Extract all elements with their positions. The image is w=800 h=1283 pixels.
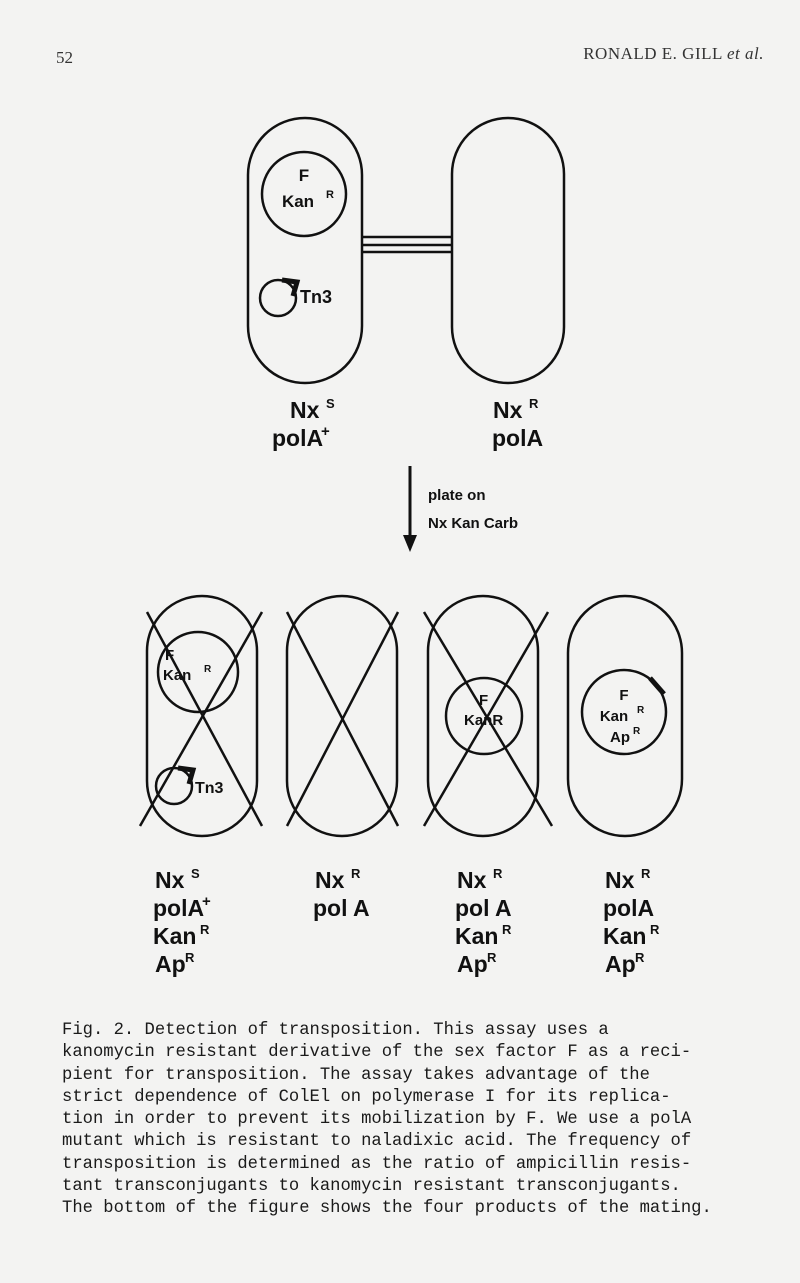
donor-kan-label: Kan [282, 192, 314, 211]
caption-line-3: pient for transposition. The assay takes… [62, 1065, 650, 1085]
product-1-tn3-mark [177, 765, 197, 785]
product-1-nx-sup: S [191, 866, 200, 881]
product-4-f-plasmid [580, 668, 668, 756]
donor-f-label: F [299, 166, 309, 185]
donor-nx-sup: S [326, 396, 335, 411]
product-1-apr: Ap [155, 951, 186, 977]
product-4-cell [566, 594, 684, 838]
caption-line-9: The bottom of the figure shows the four … [62, 1199, 712, 1219]
product-3-apr: Ap [457, 951, 488, 977]
running-head-author: RONALD E. GILL [583, 44, 723, 63]
product-4-nx-sup: R [641, 866, 651, 881]
conjugation-bridge [362, 235, 452, 254]
donor-pola-sup: + [321, 423, 330, 440]
product-1-apr-sup: R [185, 950, 195, 965]
product-3-nx-sup: R [493, 866, 503, 881]
product-4-tn3-insert-mark [648, 676, 666, 696]
donor-cell [246, 116, 364, 385]
figure-2: F Kan R Tn3 Nx S polA + Nx R polA plate … [138, 116, 684, 977]
product-4-kanr: Kan [603, 923, 646, 949]
product-4-apr: Ap [605, 951, 636, 977]
donor-cell-outline [246, 116, 364, 385]
product-1-pola: polA [153, 895, 204, 921]
donor-kan-sup: R [326, 189, 334, 201]
product-3-kan-label: KanR [464, 712, 503, 729]
tn3-plasmid-circle [258, 278, 298, 318]
product-1-tn3-label: Tn3 [195, 780, 224, 797]
product-4-pola: polA [603, 895, 654, 921]
recipient-pola-label: polA [492, 425, 543, 451]
recipient-cell-outline [450, 116, 566, 385]
recipient-nx-label: Nx [493, 397, 523, 423]
product-4-ap-sup: R [633, 726, 641, 737]
product-4-kan-sup: R [637, 705, 645, 716]
product-3-pola: pol A [455, 895, 512, 921]
product-4-f-label: F [619, 687, 628, 704]
product-1-cross-line-b [138, 611, 264, 827]
product-1-nx: Nx [155, 867, 185, 893]
product-4-nx: Nx [605, 867, 635, 893]
caption-line-5: tion in order to prevent its mobilizatio… [62, 1110, 692, 1130]
product-4-ap-label: Ap [610, 729, 630, 746]
caption-line-2: kanomycin resistant derivative of the se… [62, 1043, 692, 1063]
product-1-kan-sup: R [204, 664, 212, 675]
product-3-kanr: Kan [455, 923, 498, 949]
product-1-kanr-sup: R [200, 922, 210, 937]
product-2-cell [285, 594, 400, 838]
arrow-label-line2: Nx Kan Carb [428, 515, 518, 532]
product-3-cross-line-b [422, 611, 550, 827]
product-1-cross-line-a [145, 611, 264, 827]
figure-caption: Fig. 2. Detection of transposition. This… [62, 1020, 792, 1221]
product-3-nx: Nx [457, 867, 487, 893]
donor-nx-label: Nx [290, 397, 320, 423]
product-3-kanr-sup: R [502, 922, 512, 937]
product-1-kanr: Kan [153, 923, 196, 949]
caption-line-1: Fig. 2. Detection of transposition. This… [62, 1021, 609, 1040]
recipient-nx-sup: R [529, 396, 539, 411]
plating-arrow [403, 466, 417, 552]
caption-line-8: tant transconjugants to kanomycin resist… [62, 1177, 681, 1197]
tn3-transposon-mark [281, 277, 301, 297]
caption-line-7: transposition is determined as the ratio… [62, 1154, 692, 1174]
product-3-apr-sup: R [487, 950, 497, 965]
product-2-pola: pol A [313, 895, 370, 921]
running-head: RONALD E. GILL et al. [583, 44, 764, 64]
recipient-cell [450, 116, 566, 385]
caption-line-6: mutant which is resistant to naladixic a… [62, 1132, 692, 1152]
product-2-nx: Nx [315, 867, 345, 893]
product-2-cross-line-b [285, 611, 400, 827]
product-3-f-plasmid [444, 676, 524, 756]
product-2-nx-sup: R [351, 866, 361, 881]
product-4-kan-label: Kan [600, 708, 628, 725]
arrow-label-line1: plate on [428, 487, 486, 504]
product-4-apr-sup: R [635, 950, 645, 965]
product-1-kan-label: Kan [163, 667, 191, 684]
f-plasmid-circle [260, 150, 348, 238]
donor-tn3-label: Tn3 [300, 287, 332, 307]
product-3-cross-line-a [422, 611, 554, 827]
product-3-f-label: F [479, 692, 488, 709]
page-number: 52 [56, 48, 73, 67]
product-3-cell [422, 594, 554, 838]
product-1-f-plasmid [156, 630, 240, 714]
product-1-cell [138, 594, 264, 838]
donor-pola-label: polA [272, 425, 323, 451]
caption-line-4: strict dependence of ColEl on polymerase… [62, 1087, 671, 1107]
product-4-kanr-sup: R [650, 922, 660, 937]
product-1-f-label: F [165, 647, 174, 664]
running-head-etal: et al. [727, 44, 764, 63]
product-1-pola-sup: + [202, 893, 211, 910]
